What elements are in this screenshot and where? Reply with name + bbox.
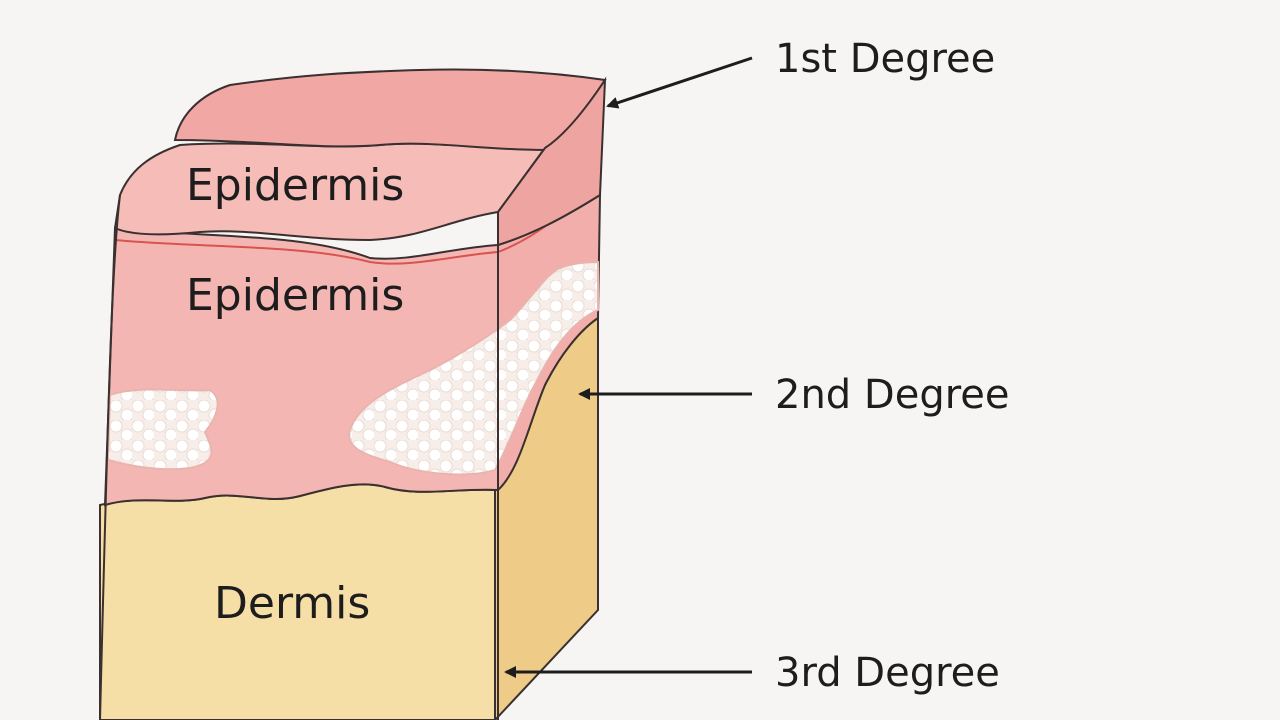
top-epidermis-side-face: [497, 76, 607, 247]
label-dermis: Dermis: [214, 578, 370, 629]
red-layer-line-front: [114, 239, 499, 265]
callout-1st-degree: 1st Degree: [775, 36, 995, 82]
callout-3rd-degree: 3rd Degree: [775, 650, 1000, 696]
arrow-1st-degree: [606, 56, 753, 109]
top-epidermis-upper-face: [173, 68, 607, 152]
label-top-epidermis: Epidermis: [186, 160, 404, 211]
blister-right: [348, 260, 599, 476]
blister-left: [106, 388, 219, 471]
block-left-edge: [99, 194, 121, 720]
callout-2nd-degree: 2nd Degree: [775, 372, 1010, 418]
label-middle-epidermis: Epidermis: [186, 270, 404, 321]
